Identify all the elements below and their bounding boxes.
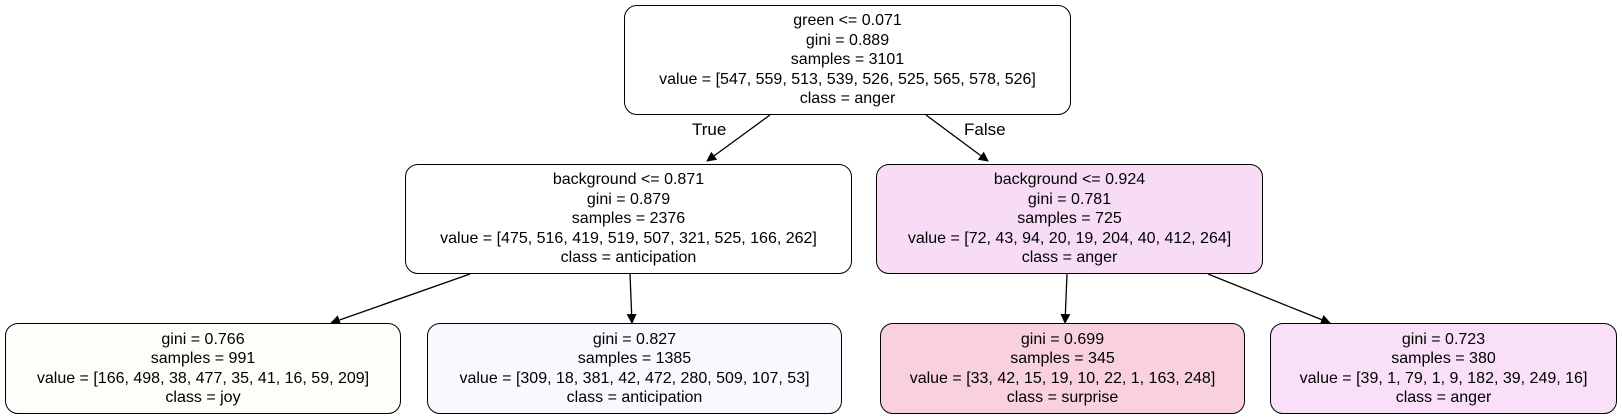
edge-right-rl xyxy=(1060,273,1071,324)
tree-leaf-rr: gini = 0.723 samples = 380 value = [39, … xyxy=(1270,323,1617,414)
node-gini: gini = 0.879 xyxy=(586,190,671,208)
node-class: class = anger xyxy=(799,90,896,108)
edge-label-true: True xyxy=(692,120,727,139)
node-gini: gini = 0.827 xyxy=(592,330,677,348)
node-samples: samples = 3101 xyxy=(790,51,905,69)
node-value: value = [33, 42, 15, 19, 10, 22, 1, 163,… xyxy=(909,369,1216,387)
tree-node-left: background <= 0.871 gini = 0.879 samples… xyxy=(405,164,852,274)
edge-root-right xyxy=(925,114,989,162)
edge-root-left xyxy=(706,114,771,162)
edge-label-false: False xyxy=(964,120,1006,139)
node-gini: gini = 0.781 xyxy=(1027,190,1112,208)
node-value: value = [309, 18, 381, 42, 472, 280, 509… xyxy=(459,369,810,387)
node-gini: gini = 0.723 xyxy=(1401,330,1486,348)
node-class: class = anticipation xyxy=(566,389,703,406)
node-gini: gini = 0.699 xyxy=(1020,330,1105,348)
node-class: class = anticipation xyxy=(560,249,697,267)
node-samples: samples = 2376 xyxy=(571,210,686,228)
node-samples: samples = 725 xyxy=(1017,210,1122,228)
node-value: value = [475, 516, 419, 519, 507, 321, 5… xyxy=(440,229,817,247)
edge-left-ll xyxy=(330,273,471,325)
tree-leaf-ll: gini = 0.766 samples = 991 value = [166,… xyxy=(5,323,401,414)
node-value: value = [547, 559, 513, 539, 526, 525, 5… xyxy=(659,70,1036,88)
node-split-condition: background <= 0.871 xyxy=(552,171,705,189)
node-class: class = anger xyxy=(1395,389,1492,406)
tree-node-root: green <= 0.071 gini = 0.889 samples = 31… xyxy=(624,5,1071,115)
node-samples: samples = 1385 xyxy=(577,350,692,367)
node-samples: samples = 991 xyxy=(150,350,256,367)
tree-node-right: background <= 0.924 gini = 0.781 samples… xyxy=(876,164,1263,274)
node-class: class = joy xyxy=(165,389,241,406)
node-gini: gini = 0.889 xyxy=(805,31,890,49)
edge-right-rr xyxy=(1207,273,1331,325)
node-gini: gini = 0.766 xyxy=(161,330,245,348)
edge-left-lr xyxy=(626,273,637,324)
tree-leaf-lr: gini = 0.827 samples = 1385 value = [309… xyxy=(427,323,842,414)
node-value: value = [166, 498, 38, 477, 35, 41, 16, … xyxy=(36,369,370,387)
node-class: class = anger xyxy=(1021,249,1118,267)
node-samples: samples = 345 xyxy=(1010,350,1115,367)
node-value: value = [39, 1, 79, 1, 9, 182, 39, 249, … xyxy=(1299,369,1588,387)
node-class: class = surprise xyxy=(1006,389,1119,406)
node-split-condition: green <= 0.071 xyxy=(793,12,902,30)
tree-leaf-rl: gini = 0.699 samples = 345 value = [33, … xyxy=(880,323,1245,414)
node-split-condition: background <= 0.924 xyxy=(993,171,1146,189)
node-samples: samples = 380 xyxy=(1391,350,1496,367)
node-value: value = [72, 43, 94, 20, 19, 204, 40, 41… xyxy=(907,229,1232,247)
